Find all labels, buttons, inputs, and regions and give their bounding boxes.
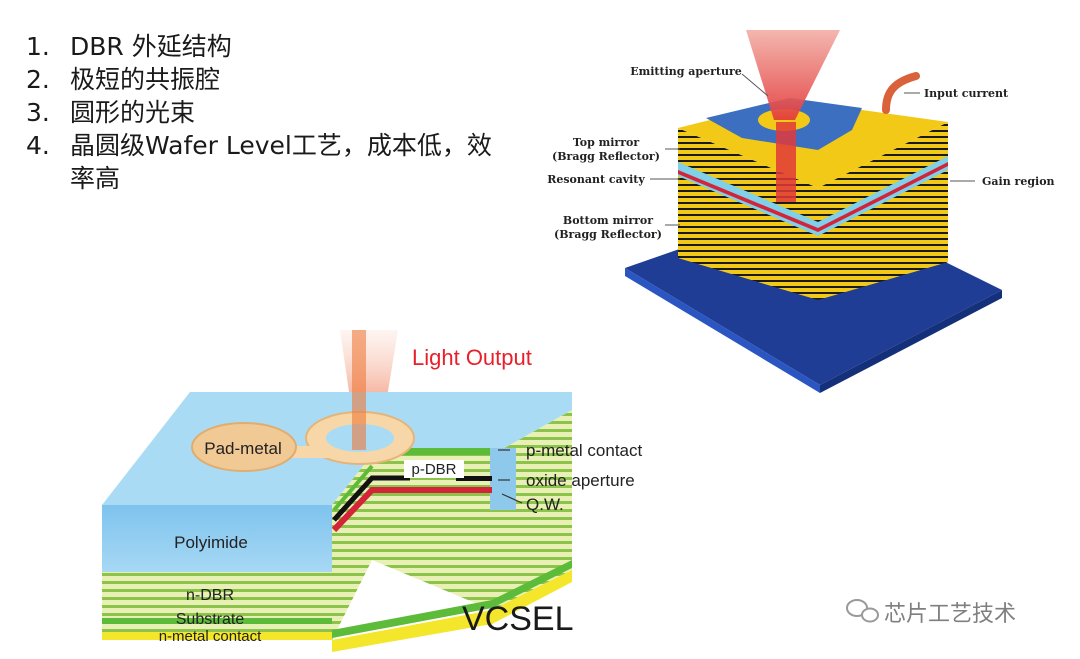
list-text: DBR 外延结构 (70, 32, 232, 61)
polyimide-sliver (490, 448, 516, 510)
n-metal-band (102, 632, 332, 640)
watermark: 芯片工艺技术 (846, 599, 1016, 626)
quantum-well (331, 487, 492, 533)
pad-metal-label: Pad-metal (204, 439, 281, 458)
p-metal-strip (372, 448, 492, 455)
emitting-aperture-label: Emitting aperture (630, 65, 742, 78)
oxide-bar-right (456, 476, 492, 481)
p-metal-contact-label: p-metal contact (526, 441, 642, 460)
n-metal-edge (332, 570, 572, 652)
watermark-text: 芯片工艺技术 (884, 601, 1016, 626)
polyimide-front (102, 505, 332, 572)
polyimide-label: Polyimide (174, 533, 248, 552)
right-dbr-face (818, 122, 948, 300)
wechat-icon (846, 599, 879, 623)
resonant-cavity-label: Resonant cavity (547, 173, 645, 186)
p-dbr-label-bg (404, 460, 464, 478)
oxide-aperture-label: oxide aperture (526, 471, 635, 490)
p-dbr-label: p-DBR (411, 461, 456, 478)
input-current-wire (882, 72, 920, 114)
leader-line (741, 73, 769, 97)
bottom-mirror-label: Bottom mirror (563, 214, 653, 227)
input-current-label: Input current (924, 87, 1009, 100)
emitted-beam (746, 30, 840, 120)
beam-column (776, 122, 796, 202)
list-item: 3. 圆形的光束 (26, 96, 500, 129)
list-text: 圆形的光束 (70, 98, 196, 127)
list-item: 1. DBR 外延结构 (26, 30, 500, 63)
n-dbr-label: n-DBR (186, 587, 234, 604)
left-dbr-face (678, 128, 818, 300)
list-text: 晶圆级Wafer Level工艺，成本低，效率高 (70, 131, 492, 193)
n-metal-contact-label: n-metal contact (159, 628, 262, 645)
oxide-bar-left (332, 475, 410, 522)
feature-list: 1. DBR 外延结构 2. 极短的共振腔 3. 圆形的光束 4. 晶圆级Wafer L… (26, 30, 500, 195)
list-number: 4. (26, 131, 50, 160)
list-item: 4. 晶圆级Wafer Level工艺，成本低，效率高 (26, 129, 500, 195)
list-number: 1. (26, 32, 50, 61)
qw-label: Q.W. (526, 495, 564, 514)
substrate-edge-right (820, 290, 1002, 393)
list-item: 2. 极短的共振腔 (26, 63, 500, 96)
cavity-red-right (818, 162, 948, 232)
bottom-mirror-sub-label: (Bragg Reflector) (554, 228, 662, 241)
green-edge (332, 464, 374, 512)
substrate-label: Substrate (176, 611, 245, 628)
vcsel-label: VCSEL (462, 600, 574, 638)
top-vcsel-diagram: Emitting aperture Input current Top mirr… (547, 30, 1055, 393)
gain-region-label: Gain region (982, 175, 1055, 188)
cavity-red-left (678, 170, 818, 232)
substrate-edge-left (625, 268, 820, 393)
top-mirror-label: Top mirror (573, 136, 640, 149)
substrate-green-band (102, 618, 332, 624)
bottom-vcsel-diagram: Light Output Pad-metal p-DBR p-metal con… (102, 330, 642, 652)
pad-metal (191, 422, 297, 472)
list-number: 2. (26, 65, 50, 94)
substrate-edge (332, 560, 572, 638)
light-output-label: Light Output (412, 345, 532, 370)
beam-core (352, 330, 366, 450)
list-number: 3. (26, 98, 50, 127)
pad-bridge (292, 446, 328, 458)
arrow (501, 493, 523, 504)
list-text: 极短的共振腔 (70, 65, 221, 94)
top-mirror-sub-label: (Bragg Reflector) (552, 150, 660, 163)
